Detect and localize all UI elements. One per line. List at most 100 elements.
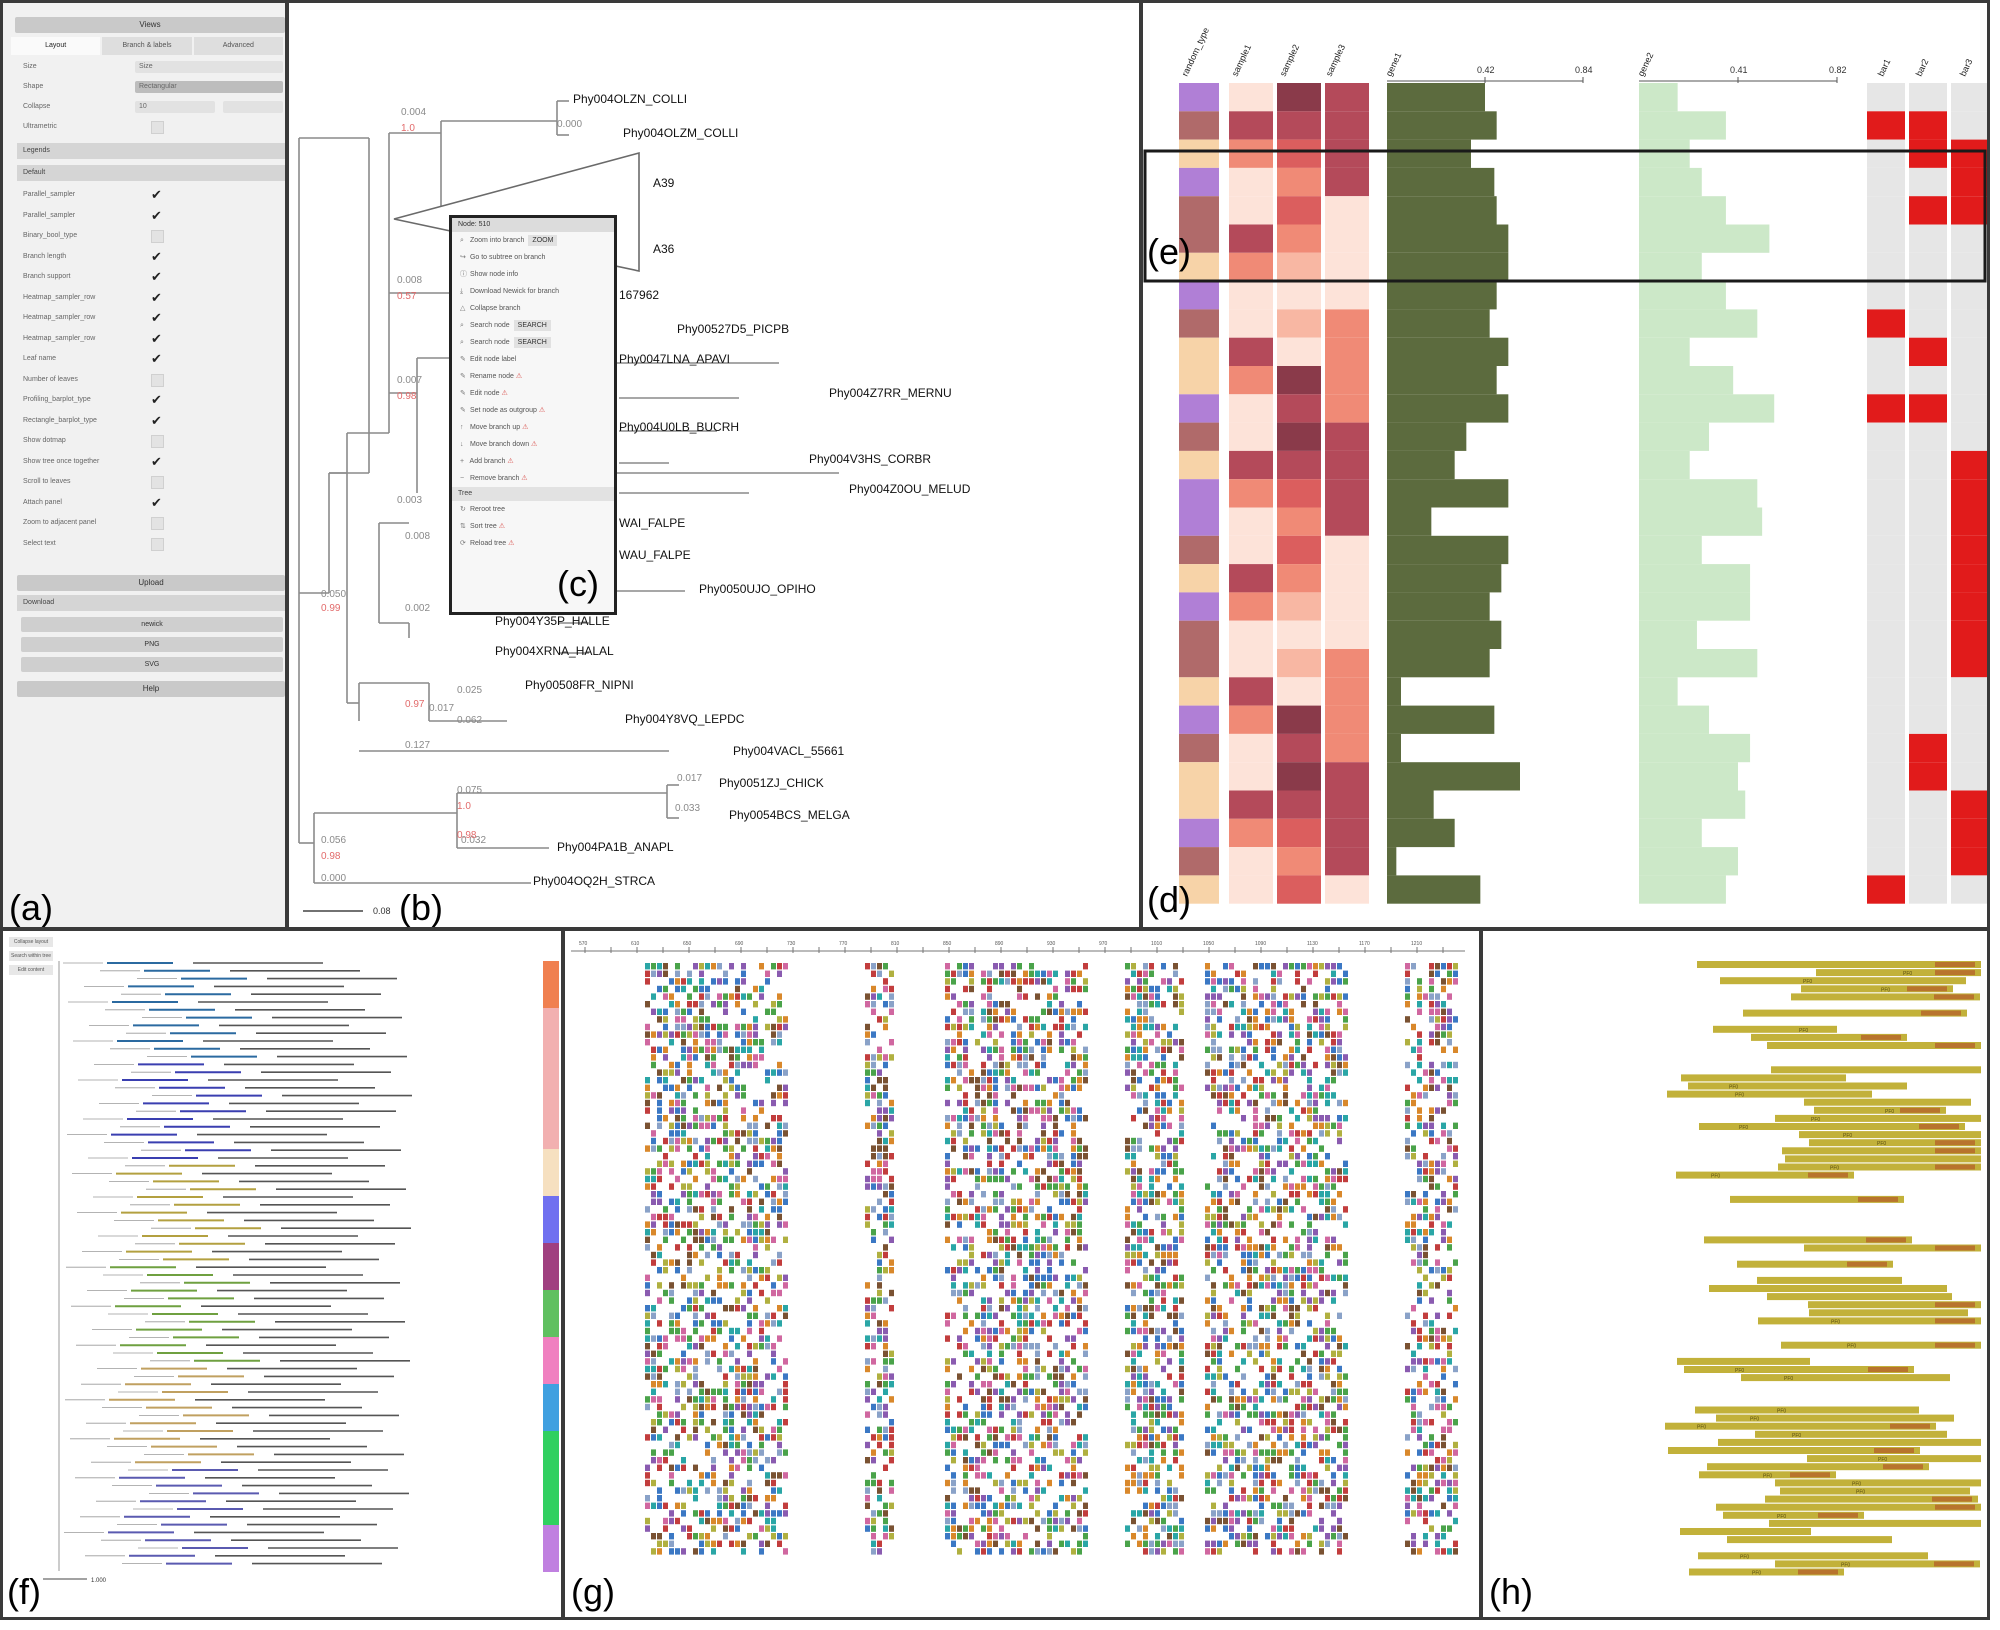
download-png-button[interactable]: PNG (21, 637, 283, 652)
binary-cell[interactable] (1951, 337, 1987, 366)
heatmap-cell[interactable] (1325, 337, 1369, 366)
heatmap-cell[interactable] (1179, 479, 1219, 508)
barplot1-bar[interactable] (1387, 281, 1497, 310)
binary-cell[interactable] (1909, 733, 1947, 763)
heatmap-cell[interactable] (1179, 394, 1219, 423)
tree-leaf-name[interactable]: Phy0050UJO_OPIHO (699, 582, 816, 596)
heatmap-cell[interactable] (1325, 875, 1369, 904)
context-menu-item[interactable]: + Add branch ⚠ (452, 453, 614, 470)
heatmap-cell[interactable] (1179, 167, 1219, 197)
context-menu-item[interactable]: ⇅ Sort tree ⚠ (452, 518, 614, 535)
barplot2-bar[interactable] (1639, 139, 1690, 168)
binary-cell[interactable] (1951, 394, 1987, 423)
barplot2-bar[interactable] (1639, 422, 1710, 451)
barplot2-bar[interactable] (1639, 790, 1746, 819)
heatmap-cell[interactable] (1277, 281, 1321, 310)
tree-leaf-name[interactable]: Phy0054BCS_MELGA (729, 808, 850, 822)
barplot2-bar[interactable] (1639, 196, 1726, 225)
heatmap-cell[interactable] (1325, 677, 1369, 706)
context-menu-input[interactable]: ZOOM (528, 235, 558, 246)
binary-cell[interactable] (1867, 847, 1905, 876)
barplot1-bar[interactable] (1387, 649, 1490, 678)
binary-cell[interactable] (1909, 818, 1947, 848)
search-within-tree-button[interactable]: Search within tree (9, 951, 53, 961)
binary-cell[interactable] (1951, 507, 1987, 536)
edit-content-button[interactable]: Edit content (9, 965, 53, 975)
checkmark-icon[interactable]: ✔ (151, 289, 162, 305)
barplot1-bar[interactable] (1387, 394, 1509, 423)
barplot2-bar[interactable] (1639, 620, 1697, 649)
binary-cell[interactable] (1951, 762, 1987, 791)
barplot1-bar[interactable] (1387, 111, 1497, 140)
tree-leaf-name[interactable]: Phy004V3HS_CORBR (809, 452, 931, 466)
barplot2-bar[interactable] (1639, 309, 1758, 338)
heatmap-cell[interactable] (1229, 649, 1273, 678)
tree-leaf-name[interactable]: Phy004PA1B_ANAPL (557, 840, 674, 854)
heatmap-cell[interactable] (1229, 366, 1273, 395)
heatmap-cell[interactable] (1325, 450, 1369, 480)
heatmap-cell[interactable] (1179, 224, 1219, 253)
binary-cell[interactable] (1867, 564, 1905, 593)
heatmap-cell[interactable] (1277, 337, 1321, 366)
domain-block[interactable] (1791, 993, 1980, 1001)
heatmap-cell[interactable] (1325, 252, 1369, 282)
tree-leaf-name[interactable]: 167962 (619, 288, 659, 302)
heatmap-cell[interactable] (1229, 224, 1273, 253)
heatmap-cell[interactable] (1229, 281, 1273, 310)
collapse-number[interactable] (223, 101, 283, 113)
context-menu-item[interactable]: ⟳ Reload tree ⚠ (452, 535, 614, 552)
binary-cell[interactable] (1867, 762, 1905, 791)
tree-leaf-name[interactable]: A39 (653, 176, 675, 190)
checkmark-icon[interactable]: ✔ (151, 269, 162, 284)
heatmap-cell[interactable] (1277, 592, 1321, 621)
heatmap-cell[interactable] (1277, 139, 1321, 168)
default-section[interactable]: Default (17, 165, 285, 181)
heatmap-cell[interactable] (1179, 366, 1219, 395)
binary-cell[interactable] (1951, 592, 1987, 621)
tree-leaf-name[interactable]: WAI_FALPE (619, 516, 685, 530)
heatmap-cell[interactable] (1325, 422, 1369, 451)
binary-cell[interactable] (1951, 111, 1987, 140)
barplot1-bar[interactable] (1387, 139, 1471, 168)
heatmap-cell[interactable] (1325, 847, 1369, 876)
tree-leaf-name[interactable]: Phy0051ZJ_CHICK (719, 776, 824, 790)
tab-layout[interactable]: Layout (11, 37, 101, 55)
binary-cell[interactable] (1867, 677, 1905, 706)
barplot2-bar[interactable] (1639, 705, 1710, 734)
heatmap-cell[interactable] (1277, 620, 1321, 649)
barplot1-bar[interactable] (1387, 337, 1509, 366)
binary-cell[interactable] (1867, 139, 1905, 168)
tree-leaf-name[interactable]: Phy004VACL_55661 (733, 744, 845, 758)
heatmap-cell[interactable] (1179, 818, 1219, 848)
heatmap-cell[interactable] (1325, 507, 1369, 536)
context-menu-item[interactable]: ↑ Move branch up ⚠ (452, 419, 614, 436)
domain-accent-block[interactable] (1907, 986, 1947, 992)
binary-cell[interactable] (1909, 366, 1947, 395)
ultrametric-checkbox[interactable] (151, 121, 164, 134)
binary-cell[interactable] (1951, 281, 1987, 310)
heatmap-cell[interactable] (1229, 677, 1273, 706)
heatmap-cell[interactable] (1277, 450, 1321, 480)
domain-accent-block[interactable] (1935, 970, 1975, 976)
barplot2-bar[interactable] (1639, 507, 1763, 536)
heatmap-cell[interactable] (1229, 733, 1273, 763)
domain-architecture-view[interactable]: PF0PF0PF0PF0PF0PF0PF0PF0PF0PF0PF0PF0PF0P… (1483, 931, 1987, 1617)
heatmap-cell[interactable] (1179, 649, 1219, 678)
phylogenetic-tree[interactable]: Phy004OLZN_COLLIPhy004OLZM_COLLIA39A3616… (289, 3, 1139, 927)
heatmap-cell[interactable] (1277, 733, 1321, 763)
checkmark-icon[interactable]: ✔ (151, 330, 162, 346)
barplot1-bar[interactable] (1387, 790, 1434, 819)
heatmap-cell[interactable] (1325, 394, 1369, 423)
barplot1-bar[interactable] (1387, 620, 1502, 649)
heatmap-cell[interactable] (1325, 592, 1369, 621)
heatmap-cell[interactable] (1325, 139, 1369, 168)
binary-cell[interactable] (1867, 224, 1905, 253)
context-menu-item[interactable]: ✎ Rename node ⚠ (452, 368, 614, 385)
binary-cell[interactable] (1951, 705, 1987, 734)
binary-cell[interactable] (1909, 252, 1947, 282)
tree-leaf-name[interactable]: A36 (653, 242, 675, 256)
